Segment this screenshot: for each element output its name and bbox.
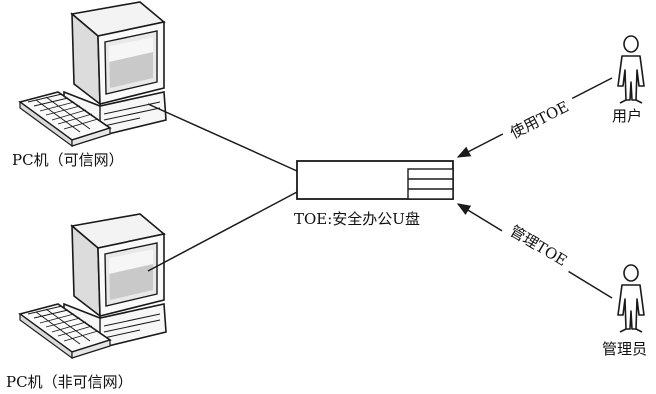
pc-trusted-icon xyxy=(19,1,167,147)
edge-manage-label: 管理TOE xyxy=(507,222,570,270)
device-label: TOE:安全办公U盘 xyxy=(294,210,420,228)
user-label: 用户 xyxy=(612,107,642,125)
edge-pc-untrusted-to-device xyxy=(147,191,298,272)
edge-pc-trusted-to-device xyxy=(147,103,298,172)
admin-icon xyxy=(617,264,645,333)
pc-untrusted-label: PC机（非可信网） xyxy=(6,373,133,391)
pc-untrusted-icon xyxy=(19,213,167,359)
edge-use-label: 使用TOE xyxy=(507,98,572,143)
user-icon xyxy=(617,35,645,104)
admin-label: 管理员 xyxy=(602,340,647,358)
pc-trusted-label: PC机（可信网） xyxy=(12,151,124,169)
usb-device-box xyxy=(296,160,454,200)
